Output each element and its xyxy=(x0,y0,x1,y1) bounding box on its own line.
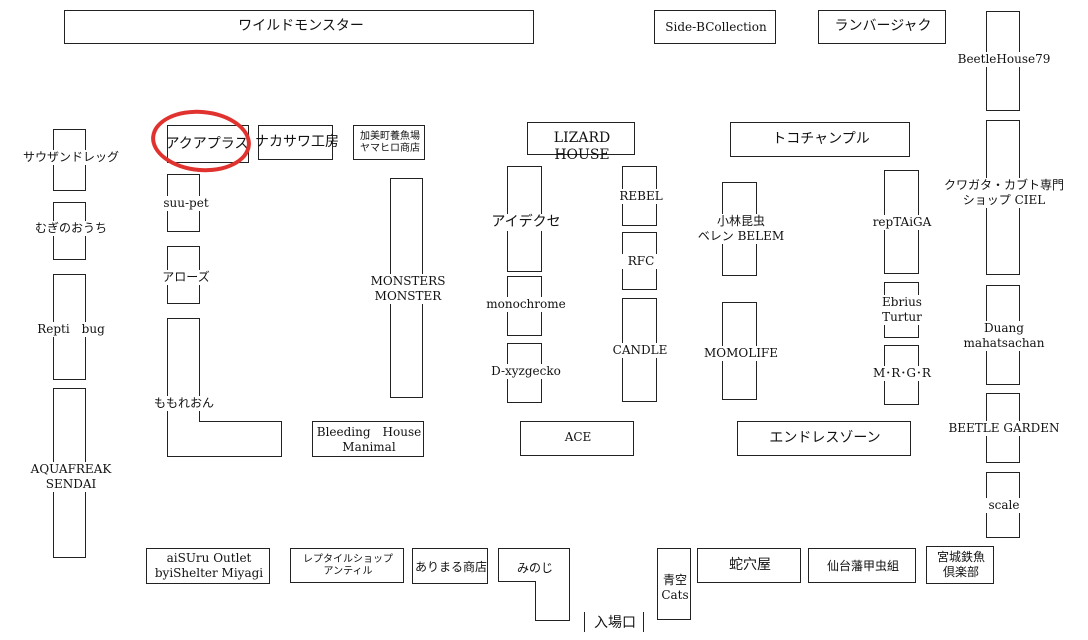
label-wild-monster: ワイルドモンスター xyxy=(238,18,364,34)
booth-minoji-leg[interactable] xyxy=(535,581,570,621)
label-candle: CANDLE xyxy=(600,343,680,358)
label-lizard-house: LIZARD HOUSE xyxy=(553,130,611,163)
booth-reptile-antil[interactable] xyxy=(290,548,404,583)
label-thousand-dreg: サウザンドレッグ xyxy=(20,150,122,165)
entrance-label: 入場口 xyxy=(594,615,636,631)
booth-lumberjack[interactable] xyxy=(818,10,946,44)
label-rebel: REBEL xyxy=(608,189,674,204)
booth-toco-temple[interactable] xyxy=(730,122,910,157)
label-arimaru: ありまる商店 xyxy=(414,560,487,574)
label-kobayashi-belem: 小林昆虫 ベレン BELEM xyxy=(690,214,792,244)
entrance-right-marker xyxy=(643,612,644,632)
booth-nakazawa-kobo[interactable] xyxy=(258,125,333,160)
booth-kami-yamahiro[interactable] xyxy=(353,125,425,160)
label-miyagi-tetsugyo: 宮城鉄魚 倶楽部 xyxy=(936,550,985,579)
momoreon-joint xyxy=(168,420,199,423)
entrance-left-marker xyxy=(584,612,585,632)
label-aozora-cats: 青空 Cats xyxy=(661,573,689,602)
booth-aqua-plus[interactable] xyxy=(167,125,249,163)
booth-ace[interactable] xyxy=(520,421,634,456)
booth-momoreon-base[interactable] xyxy=(167,421,282,457)
booth-minoji[interactable] xyxy=(498,548,570,582)
label-arrows: アローズ xyxy=(150,270,222,285)
label-aquafreak: AQUAFREAK SENDAI xyxy=(22,462,120,492)
label-kami-yamahiro: 加美町養魚場 ヤマヒロ商店 xyxy=(360,131,420,154)
label-side-b-collection: Side-BCollection xyxy=(665,20,767,34)
label-aqua-plus: アクアプラス xyxy=(165,136,249,152)
label-minoji: みのじ xyxy=(516,561,553,575)
label-d-xyzgecko: D-xyzgecko xyxy=(480,364,572,379)
booth-lizard-house[interactable] xyxy=(527,122,635,155)
booth-endless-zone[interactable] xyxy=(737,421,911,456)
label-dasetsu: 蛇穴屋 xyxy=(729,557,771,573)
label-rfc: RFC xyxy=(614,254,668,269)
label-momolife: MOMOLIFE xyxy=(696,346,786,361)
booth-miyagi-tetsugyo[interactable] xyxy=(926,546,994,584)
booth-bleeding-house[interactable] xyxy=(312,421,424,457)
booth-dasetsu[interactable] xyxy=(697,548,801,583)
label-mugi-no-ouchi: むぎのおうち xyxy=(25,221,117,236)
label-ebrius-turtur: Ebrius Turtur xyxy=(871,295,933,325)
label-monsters-monster: MONSTERS MONSTER xyxy=(362,274,454,304)
label-duang: Duang mahatsachan xyxy=(958,321,1050,351)
label-aisuru: aiSUru Outlet byiShelter Miyagi xyxy=(154,551,264,580)
minoji-joint xyxy=(536,580,569,583)
label-beetle-house-79: BeetleHouse79 xyxy=(953,52,1055,67)
highlight-circle xyxy=(148,105,254,177)
label-sendai-kochu: 仙台藩甲虫組 xyxy=(826,559,899,573)
label-monochrome: monochrome xyxy=(475,297,577,312)
booth-aozora-cats[interactable] xyxy=(657,548,691,620)
label-rep-taiga: repTAiGA xyxy=(861,215,943,230)
label-reptile-antil: レプタイルショップ アンティル xyxy=(303,554,393,577)
label-aidekuse: アイデクセ xyxy=(486,214,566,231)
label-nakazawa-kobo: ナカサワ工房 xyxy=(255,134,339,150)
label-endless-zone: エンドレスゾーン xyxy=(769,430,881,446)
label-kuwagata-ciel: クワガタ・カブト専門 ショップ CIEL xyxy=(940,178,1068,208)
label-ace: ACE xyxy=(564,430,592,444)
label-suu-pet: suu-pet xyxy=(150,196,222,211)
label-lumberjack: ランバージャク xyxy=(834,18,932,34)
label-repti-bug: Repti bug xyxy=(30,322,112,337)
label-bleeding-house: Bleeding House Manimal xyxy=(316,425,422,454)
label-momoreon: ももれおん xyxy=(148,396,220,411)
booth-arimaru[interactable] xyxy=(412,548,488,584)
booth-wild-monster[interactable] xyxy=(64,10,534,44)
booth-sendai-kochu[interactable] xyxy=(808,548,916,583)
label-mrgr: M･R･G･R xyxy=(861,366,943,381)
label-beetle-garden: BEETLE GARDEN xyxy=(940,421,1068,436)
label-scale: scale xyxy=(982,498,1026,513)
label-toco-temple: トコチャンプル xyxy=(772,131,870,147)
booth-side-b-collection[interactable] xyxy=(654,10,776,44)
booth-aisuru[interactable] xyxy=(146,548,270,584)
